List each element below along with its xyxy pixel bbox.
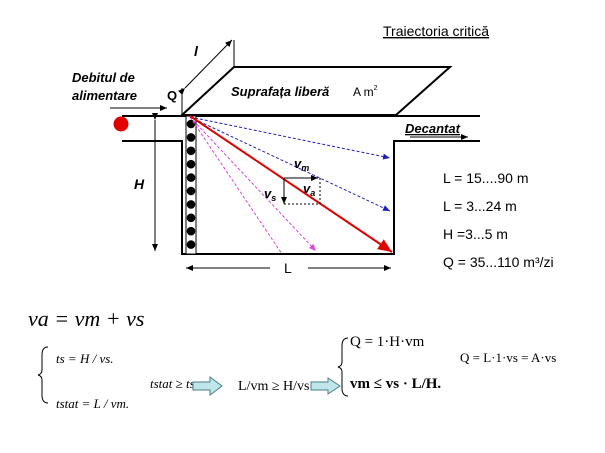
q-label: Q [167,88,177,103]
system-brace [37,346,49,404]
tstat-equation: tstat = L / vm. [56,396,129,411]
l-small-label: l [194,43,199,59]
baffle-dot [186,200,196,209]
h-label: H [134,176,145,192]
vector-guides [284,178,321,205]
vm-limit-equation: vm ≤ vs · L/H. [350,376,441,392]
baffle-dot [186,213,196,223]
baffle-dot [186,240,196,249]
baffle-dot [186,226,196,236]
baffle-dot [186,159,196,169]
slide-title: Traiectoria critică [383,23,489,39]
ratio-equation: L/vm ≥ H/vs [238,379,309,394]
vm-label: vm [294,156,309,173]
l-dimension-arrow [177,39,233,96]
baffle-dot [186,146,196,156]
trajectory-horizontal-2 [189,116,391,212]
ts-equation: ts = H / vs. [56,351,114,366]
surface-label: Suprafața liberă [231,84,329,99]
trajectory-vertical-2 [189,116,283,255]
baffle-dot [186,173,196,182]
parameter-list: L = 15....90 m L = 3...24 m H =3...5 m Q… [443,170,554,270]
baffle-dot [186,186,196,196]
inflow-label: Debitul de [72,70,135,85]
implies-arrow-icon [192,376,223,396]
condition-equation: tstat ≥ ts [150,376,195,391]
parameter: Q = 35...110 m³/zi [443,254,554,270]
trajectory-vertical-1 [189,116,317,252]
l-label: L [284,260,292,276]
inflow-label-2: alimentare [72,88,137,103]
implies-arrow-icon [310,377,341,395]
inlet-baffle [185,115,197,255]
surface-area: A m2 [353,85,378,99]
inlet-dot [113,116,129,132]
parameter: L = 15....90 m [443,170,528,186]
parameter: L = 3...24 m [443,198,517,214]
vector-sum-equation: va = vm + vs [28,306,144,331]
critical-trajectory [189,115,393,253]
va-label: va [303,181,315,198]
trajectory-horizontal-1 [189,116,391,160]
q-flow-equation: Q = 1·H·vm [350,334,425,350]
vs-label: vs [264,186,276,203]
parameter: H =3...5 m [443,226,508,242]
baffle-dot [186,133,196,142]
system-brace [337,337,349,397]
outflow-label: Decantat [405,121,461,136]
q-area-equation: Q = L·1·vs = A·vs [460,350,556,365]
